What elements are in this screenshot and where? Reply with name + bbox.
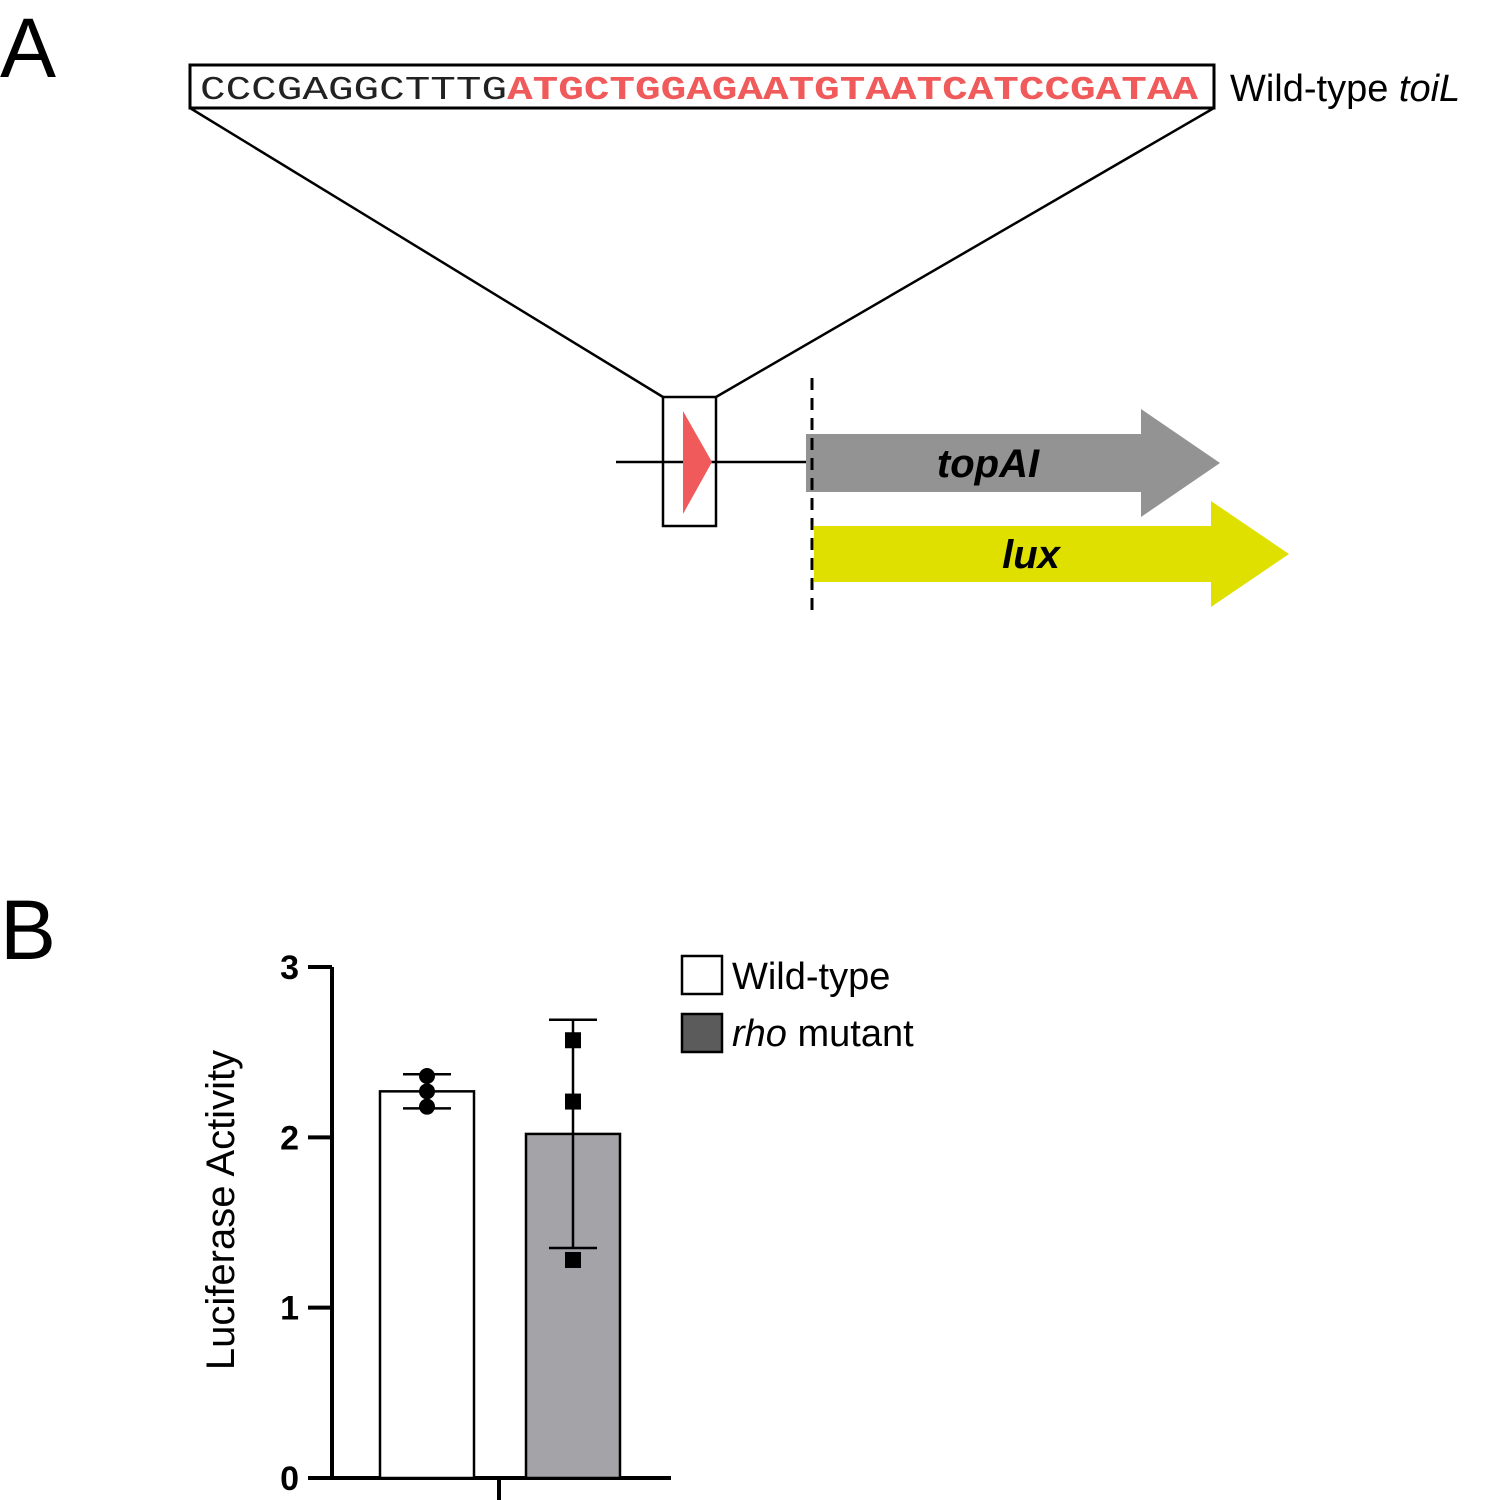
data-point-1-0 bbox=[565, 1032, 581, 1049]
y-tick-label-1: 1 bbox=[280, 1290, 299, 1328]
legend-label-rho-italic: rho bbox=[732, 1013, 787, 1055]
data-point-0-1 bbox=[419, 1083, 435, 1100]
sequence-label: Wild-type toiL bbox=[1230, 68, 1460, 110]
y-ticks: 0 1 2 3 bbox=[280, 949, 332, 1498]
bars bbox=[378, 1090, 622, 1480]
zoom-line-right bbox=[715, 106, 1215, 399]
legend-swatch-wild-type bbox=[680, 954, 724, 996]
data-point-1-1 bbox=[565, 1093, 581, 1110]
topai-label: topAI bbox=[937, 442, 1040, 486]
sequence-highlight: ATGCTGGAGAATGTAATCATCCGATAA bbox=[507, 72, 1198, 109]
sequence-label-gene: toiL bbox=[1399, 68, 1460, 110]
toil-orf-triangle bbox=[683, 411, 712, 514]
legend: Wild-type rho mutant bbox=[680, 954, 914, 1055]
topai-arrow bbox=[806, 409, 1220, 517]
lux-label: lux bbox=[1002, 533, 1062, 577]
lux-arrow bbox=[814, 501, 1289, 607]
sequence-plain: CCCGAGGCTTTG bbox=[200, 72, 507, 109]
zoom-line-left bbox=[189, 106, 664, 399]
y-tick-label-0: 0 bbox=[280, 1460, 299, 1498]
legend-label-rho-mutant: rho mutant bbox=[732, 1013, 914, 1055]
y-tick-label-2: 2 bbox=[280, 1119, 299, 1157]
panel-label-a: A bbox=[0, 1, 57, 95]
legend-swatch-rho-mutant bbox=[680, 1012, 724, 1054]
bar-chart: 0 1 2 3 Luciferase Activity bbox=[199, 949, 671, 1500]
y-axis-label: Luciferase Activity bbox=[199, 1050, 243, 1370]
y-tick-label-3: 3 bbox=[280, 949, 299, 987]
legend-label-wild-type: Wild-type bbox=[732, 956, 890, 998]
data-point-0-2 bbox=[419, 1098, 435, 1115]
bar-0 bbox=[378, 1090, 476, 1480]
sequence-label-prefix: Wild-type bbox=[1230, 68, 1399, 110]
data-point-1-2 bbox=[565, 1251, 581, 1268]
data-point-0-0 bbox=[419, 1068, 435, 1085]
data-points bbox=[419, 1032, 581, 1268]
legend-label-rho-rest: mutant bbox=[787, 1013, 914, 1055]
panel-label-b: B bbox=[0, 883, 57, 977]
sequence-box bbox=[188, 63, 1216, 110]
